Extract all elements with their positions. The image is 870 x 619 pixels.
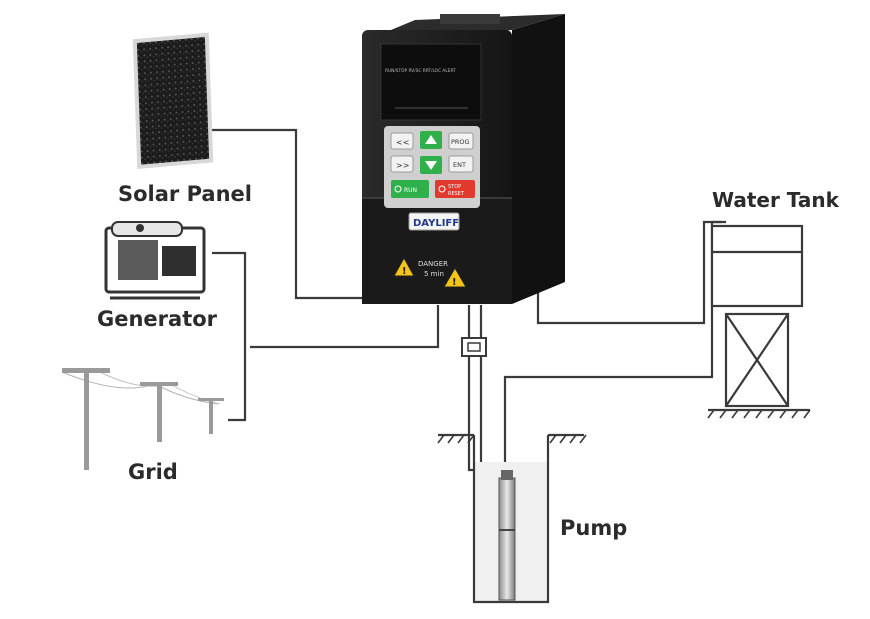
generator-label: Generator (97, 307, 218, 331)
water-tank (707, 224, 811, 419)
solar-wire (210, 128, 372, 300)
key-run[interactable] (391, 180, 429, 198)
tank-body (710, 224, 804, 308)
key-ent-label: ENT (453, 161, 466, 169)
solar-panel-cells (136, 37, 210, 165)
key-ent[interactable] (448, 155, 474, 173)
tank-stand-brace-2 (725, 313, 789, 407)
pump-body (498, 477, 516, 601)
submersible-pump (498, 470, 516, 601)
brand-plate (408, 212, 460, 231)
warning-time: 5 min (424, 270, 444, 278)
key-up-arrow-icon (425, 135, 437, 144)
key-right[interactable] (390, 155, 414, 173)
tank-stand (724, 312, 790, 408)
junction-box-inner (467, 342, 481, 352)
warning-icon (393, 256, 415, 277)
delivery-pipe (503, 220, 726, 470)
key-left[interactable] (390, 132, 414, 150)
grid-pole-1-arm (62, 368, 110, 373)
key-down-arrow-icon (425, 161, 437, 170)
key-right-label: >> (396, 161, 409, 170)
warning-icon-right-mark: ! (452, 277, 457, 288)
generator-tank (111, 221, 183, 237)
drive-status-leds: RUN/STOP RV/SC RRT/LOC ALERT (385, 68, 456, 74)
grid-pole-1 (84, 370, 89, 470)
grid-pole-2 (157, 384, 162, 442)
solar-panel (132, 32, 214, 169)
pump-drive: RUN/STOP RV/SC RRT/LOC ALERT << >> PROG … (362, 14, 565, 304)
pump-label: Pump (560, 516, 627, 540)
key-prog[interactable] (448, 132, 474, 150)
tank-level-wire (536, 220, 721, 325)
grid-pole-3-arm (198, 398, 224, 401)
key-run-label: RUN (404, 187, 417, 194)
water-tank-label: Water Tank (712, 188, 840, 212)
grid-label: Grid (128, 460, 178, 484)
stop-icon (438, 185, 446, 193)
grid-poles (61, 368, 224, 470)
warning-text: DANGER (418, 260, 448, 268)
generator-wire (212, 251, 247, 422)
junction-box (461, 337, 487, 357)
solar-panel-label: Solar Panel (118, 182, 252, 206)
key-prog-label: PROG (451, 138, 470, 146)
drive-side-panel (512, 14, 565, 304)
ground-hatch-right (549, 434, 587, 444)
grid-pole-2-arm (140, 382, 178, 386)
pump-head (501, 470, 513, 480)
generator-cap (136, 224, 144, 232)
drive-top-fan (440, 14, 500, 24)
generator (104, 221, 206, 300)
brand-name: DAYLIFF (413, 218, 459, 229)
grid-feed-wire (250, 305, 440, 349)
key-reset-label: RESET (448, 191, 465, 197)
ground-hatch-left (437, 434, 475, 444)
key-stop-reset[interactable] (435, 180, 475, 198)
drive-display (380, 43, 482, 121)
warning-icon-mark: ! (402, 266, 407, 277)
borehole-walls (472, 435, 550, 604)
key-left-label: << (396, 138, 409, 147)
grid-pole-3 (209, 400, 213, 434)
tank-ground-hatch (707, 409, 811, 419)
key-stop-label: STOP (448, 184, 461, 190)
generator-engine (118, 240, 158, 280)
generator-alternator (162, 246, 196, 276)
run-icon (394, 185, 402, 193)
warning-icon-right (443, 267, 467, 288)
